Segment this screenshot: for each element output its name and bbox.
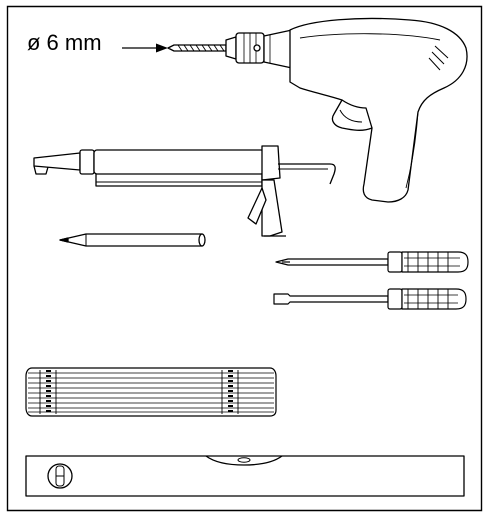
pencil-icon [60,234,205,246]
folding-ruler-icon [26,368,276,416]
arrow-icon [122,43,168,53]
phillips-screwdriver-icon [276,252,468,272]
spirit-level-icon [26,456,464,496]
drill-bit-size-label: ø 6 mm [27,30,102,55]
diagram-frame [8,7,482,511]
caulking-gun-icon [34,146,335,236]
flat-screwdriver-icon [274,289,466,309]
power-drill-icon [168,18,467,202]
